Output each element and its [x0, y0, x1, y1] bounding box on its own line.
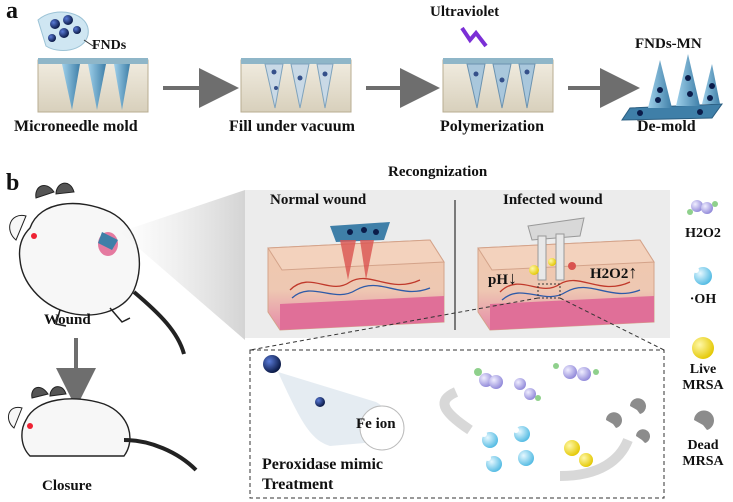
uv-bolt-icon — [460, 26, 488, 48]
ph-down-arrow-icon: ↓ — [508, 268, 518, 288]
uv-label: Ultraviolet — [430, 4, 500, 20]
curve-arrow-right — [559, 437, 633, 481]
legend-h2o2-label: H2O2 — [685, 226, 721, 241]
legend-dead-label-2: MRSA — [682, 454, 724, 469]
step-label-polymerization: Polymerization — [440, 118, 544, 135]
mold-3 — [442, 58, 554, 113]
wound-label: Wound — [44, 312, 91, 328]
fnd-droplet — [37, 11, 94, 52]
panel-a-letter: a — [6, 0, 18, 24]
zoom-line-right — [559, 297, 665, 351]
zoom-cone — [120, 190, 245, 340]
mold-2 — [240, 58, 352, 113]
infected-skin — [477, 217, 655, 331]
product-label: FNDs-MN — [635, 36, 702, 52]
mold-1 — [37, 58, 149, 113]
legend-dead-icon — [694, 410, 714, 430]
treatment-line-1: Peroxidase mimic — [262, 456, 384, 473]
legend-live-label-2: MRSA — [682, 378, 724, 393]
bacteria-live — [564, 440, 593, 467]
oh-radicals — [481, 426, 534, 472]
bacteria-dead — [606, 398, 650, 443]
legend-oh-icon — [693, 267, 712, 285]
normal-skin — [267, 222, 445, 331]
fe-nanozyme — [263, 355, 405, 451]
mouse-closure — [7, 386, 198, 472]
h2o2-increase-label: H2O2↑ — [590, 262, 637, 283]
step-label-demold: De-mold — [637, 118, 696, 135]
closure-label: Closure — [42, 478, 92, 494]
normal-wound-title: Normal wound — [270, 192, 367, 208]
h2o2-text: H2O2 — [590, 266, 629, 282]
mouse-wound — [9, 182, 186, 355]
legend-oh-label: ·OH — [689, 292, 717, 307]
legend-dead-label-1: Dead — [687, 438, 719, 453]
legend-h2o2-icon — [687, 200, 718, 215]
h2o2-molecules — [474, 363, 599, 401]
curve-arrow-left — [439, 387, 473, 435]
legend-live-icon — [692, 337, 714, 359]
fnd-label: FNDs — [92, 38, 127, 53]
fnds-mn-patch — [621, 54, 724, 121]
panel-b-letter: b — [6, 170, 20, 196]
step-label-fill: Fill under vacuum — [229, 118, 355, 135]
step-label-mold: Microneedle mold — [14, 118, 138, 135]
recognition-title: Recongnization — [388, 164, 488, 180]
legend-live-label-1: Live — [689, 362, 717, 377]
ph-text: pH — [488, 272, 509, 288]
treatment-line-2: Treatment — [262, 476, 334, 493]
h2o2-up-arrow-icon: ↑ — [628, 262, 638, 282]
infected-wound-title: Infected wound — [503, 192, 603, 208]
ph-label: pH↓ — [488, 268, 517, 289]
fe-ion-label: Fe ion — [356, 416, 396, 432]
